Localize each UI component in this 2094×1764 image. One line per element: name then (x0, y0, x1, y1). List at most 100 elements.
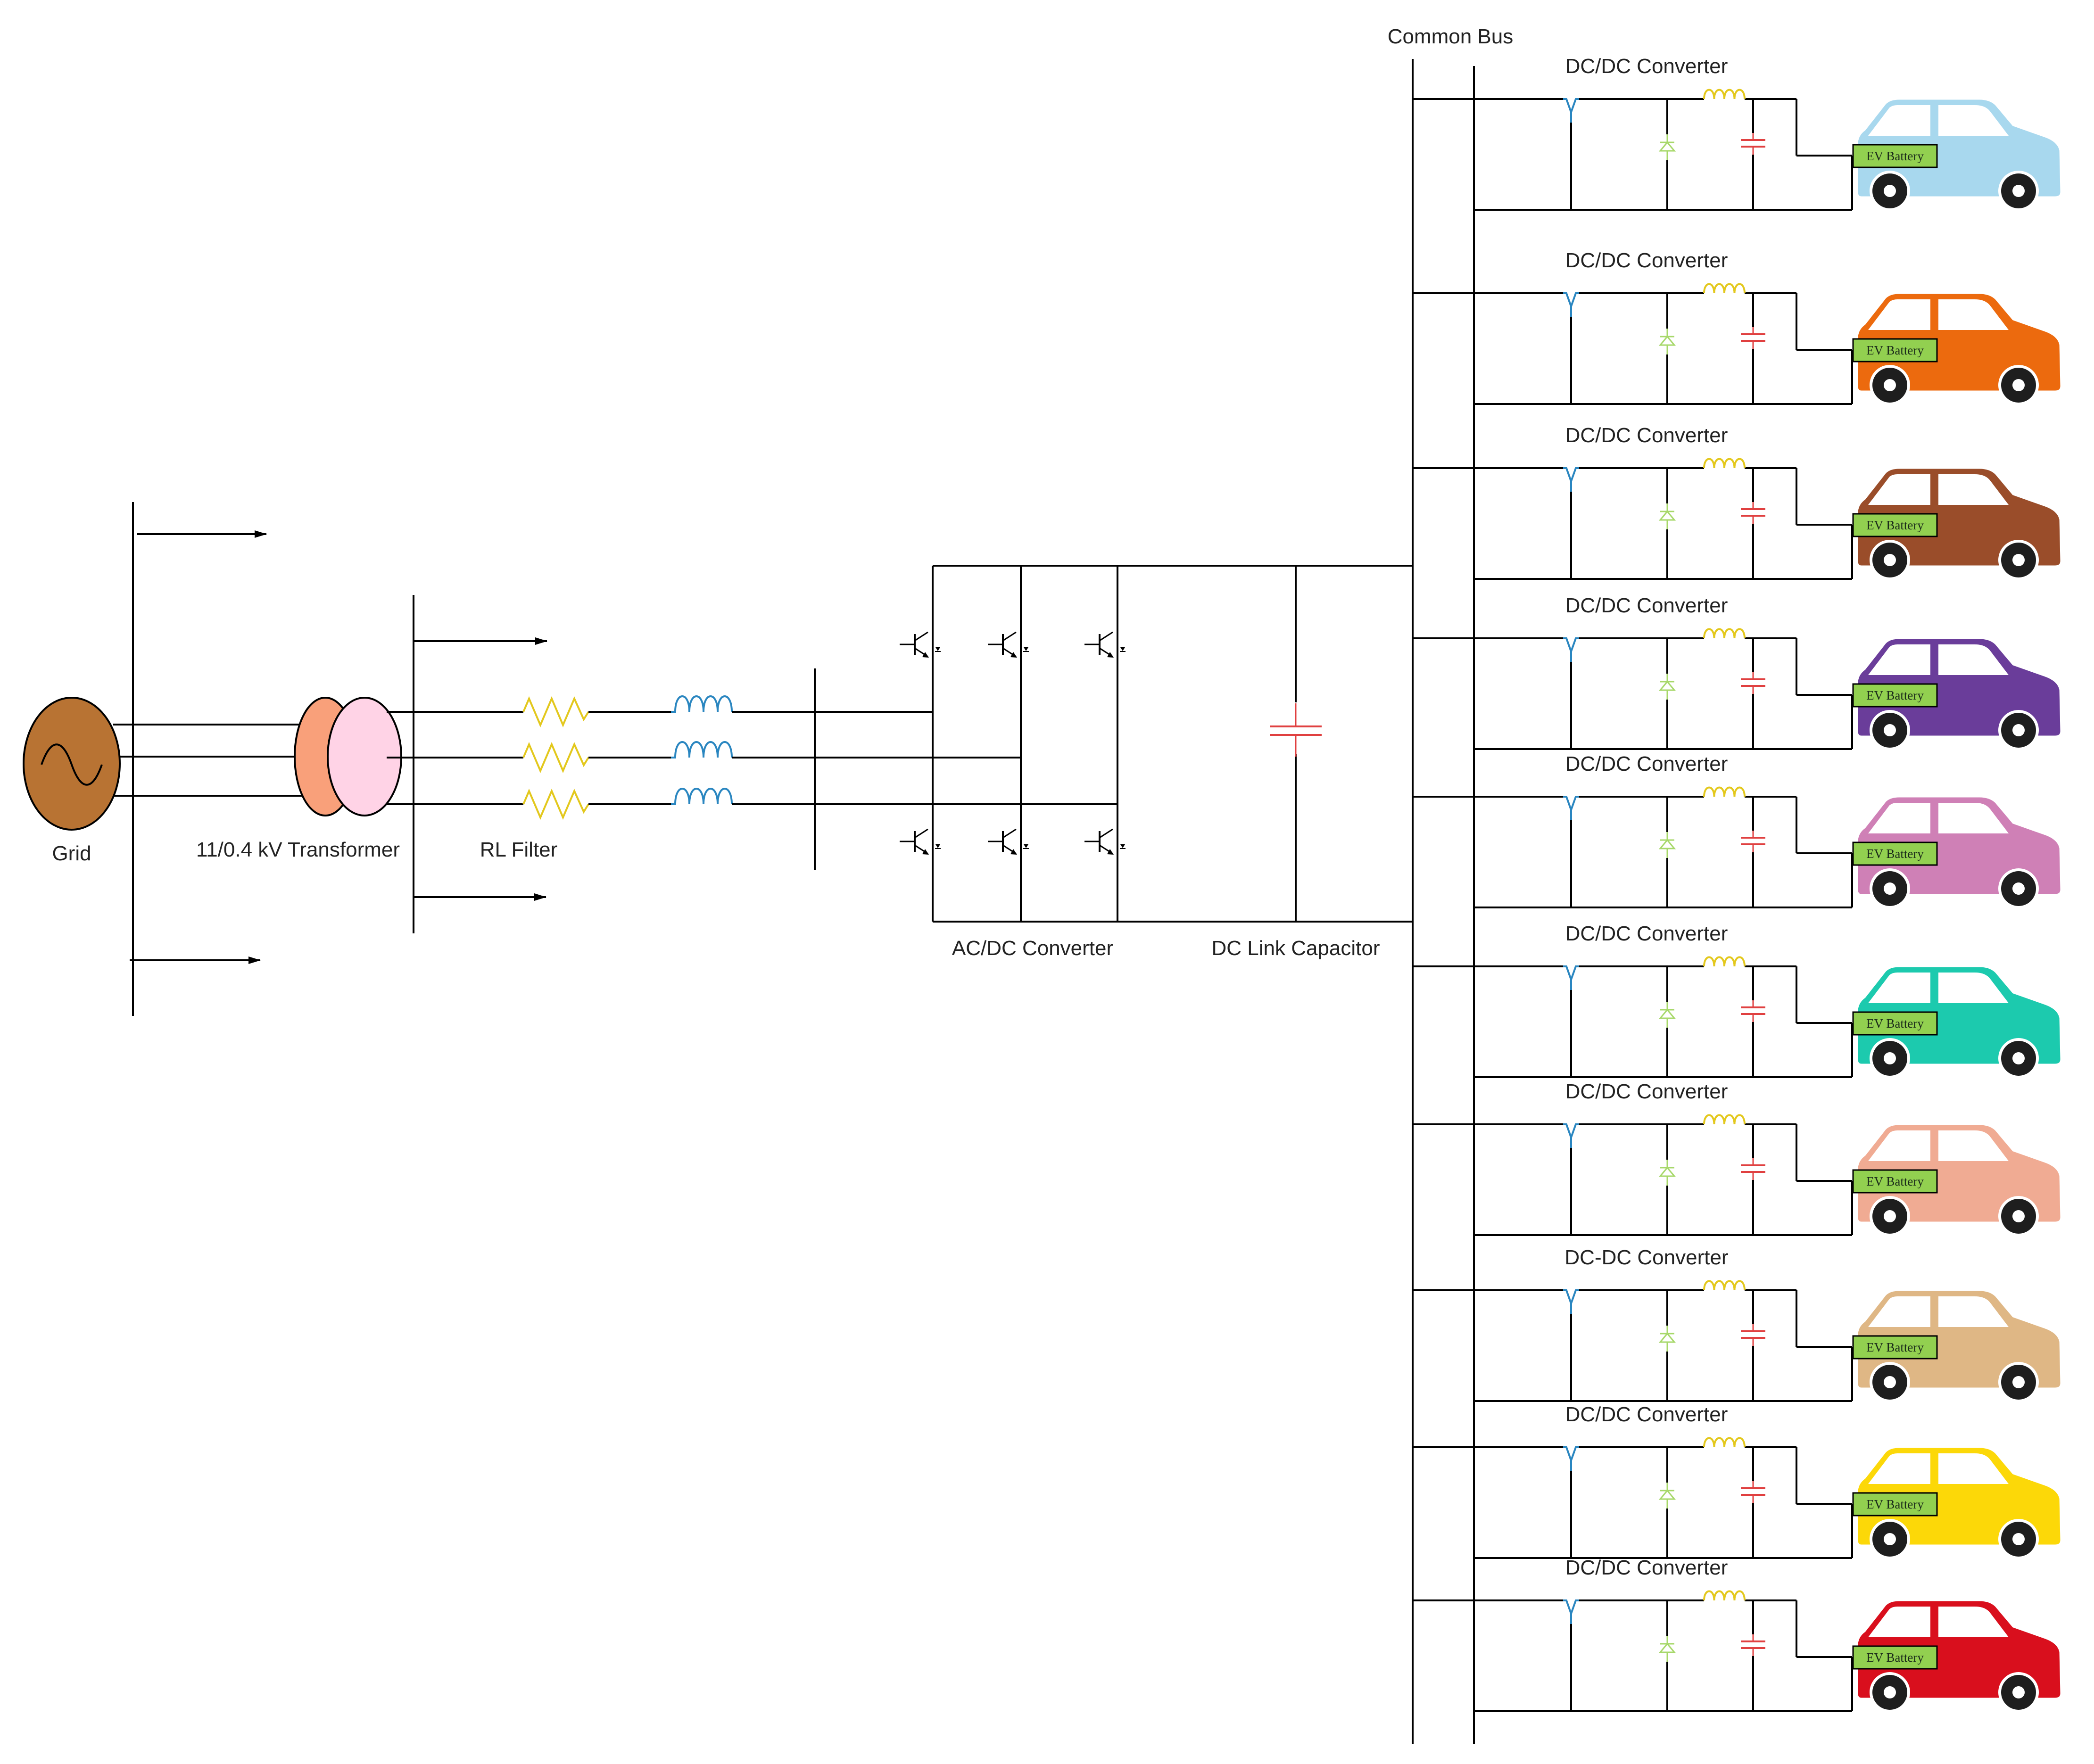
ev-battery-label: EV Battery (1866, 1340, 1924, 1354)
car-hubcap (2012, 882, 2025, 895)
diode-icon (1658, 1166, 1676, 1177)
ev-battery-label: EV Battery (1866, 518, 1924, 532)
car-window-rear (1938, 105, 2009, 136)
diode-icon (1658, 1008, 1676, 1019)
dcdc-branch: DC/DC Converter EV Battery (1413, 1080, 2063, 1236)
resistor-icon (522, 696, 589, 728)
ev-car-icon: EV Battery (1852, 1122, 2063, 1236)
acdc-converter: AC/DC Converter (900, 565, 1413, 960)
ev-battery-label: EV Battery (1866, 1497, 1924, 1511)
car-window-rear (1938, 973, 2009, 1003)
car-hubcap (1884, 554, 1896, 566)
igbt-switch-icon (988, 828, 1029, 855)
inductor-icon (1703, 1590, 1746, 1601)
ev-car-icon: EV Battery (1852, 466, 2063, 580)
diode-icon (1658, 141, 1676, 152)
ev-battery-label: EV Battery (1866, 149, 1924, 163)
rl-filter-label: RL Filter (480, 838, 558, 861)
ev-battery-box (1852, 144, 1938, 168)
car-hubcap (1884, 1376, 1896, 1388)
car-window-rear (1938, 474, 2009, 505)
inductor-icon (671, 695, 733, 713)
secondary-bus (413, 595, 547, 933)
ev-car-icon: EV Battery (1852, 795, 2063, 909)
igbt-switch-icon (1084, 828, 1126, 855)
ev-battery-box (1852, 1492, 1938, 1517)
switch-icon (1563, 1123, 1579, 1140)
car-window-rear (1938, 299, 2009, 330)
switch-icon (1563, 1599, 1579, 1616)
switch-icon (1563, 98, 1579, 115)
car-window-front (1868, 803, 1930, 833)
car-hubcap (2012, 1376, 2025, 1388)
dcdc-converter-label: DC/DC Converter (1565, 55, 1728, 78)
dcdc-branch: DC/DC Converter EV Battery (1413, 55, 2063, 211)
switch-icon (1563, 637, 1579, 654)
transformer: 11/0.4 kV Transformer (196, 697, 402, 861)
car-window-front (1868, 973, 1930, 1003)
ev-car-icon: EV Battery (1852, 97, 2063, 211)
dc-link-capacitor-label: DC Link Capacitor (1211, 937, 1380, 960)
ev-battery-label: EV Battery (1866, 688, 1924, 702)
transformer-label: 11/0.4 kV Transformer (196, 838, 400, 861)
car-window-rear (1938, 1130, 2009, 1161)
car-window-front (1868, 1607, 1930, 1637)
ev-car-icon: EV Battery (1852, 1288, 2063, 1402)
ev-car-icon: EV Battery (1852, 964, 2063, 1079)
car-hubcap (2012, 1210, 2025, 1222)
dcdc-branch: DC/DC Converter EV Battery (1413, 752, 2063, 909)
car-window-rear (1938, 644, 2009, 675)
ev-battery-box (1852, 338, 1938, 363)
ev-car-icon: EV Battery (1852, 291, 2063, 405)
car-window-front (1868, 644, 1930, 675)
car-hubcap (2012, 554, 2025, 566)
rl-filter: RL Filter (387, 695, 1117, 861)
ev-battery-label: EV Battery (1866, 1650, 1924, 1665)
car-hubcap (1884, 1533, 1896, 1545)
car-window-rear (1938, 803, 2009, 833)
dc-link: DC Link Capacitor (1211, 566, 1414, 960)
car-hubcap (2012, 1533, 2025, 1545)
inductor-icon (1703, 283, 1746, 294)
diode-icon (1658, 680, 1676, 691)
grid-section: Grid (23, 502, 325, 1016)
dcdc-converter-label: DC/DC Converter (1565, 922, 1728, 945)
dcdc-branch: DC/DC Converter EV Battery (1413, 1556, 2063, 1713)
dcdc-converter-label: DC/DC Converter (1565, 1080, 1728, 1103)
dcdc-branch: DC/DC Converter EV Battery (1413, 249, 2063, 405)
car-hubcap (2012, 724, 2025, 736)
ev-battery-box (1852, 1645, 1938, 1670)
common-bus: Common Bus (1388, 25, 1513, 1744)
car-window-front (1868, 1130, 1930, 1161)
inductor-icon (1703, 89, 1746, 99)
switch-icon (1563, 796, 1579, 813)
inductor-icon (1703, 1114, 1746, 1125)
ev-car-icon: EV Battery (1852, 1599, 2063, 1713)
car-hubcap (1884, 724, 1896, 736)
igbt-switch-icon (900, 828, 941, 855)
ev-battery-box (1852, 1011, 1938, 1036)
resistor-icon (522, 742, 589, 774)
dcdc-branch: DC/DC Converter EV Battery (1413, 922, 2063, 1079)
igbt-switch-icon (1084, 631, 1126, 658)
car-hubcap (1884, 379, 1896, 391)
grid-label: Grid (52, 842, 91, 865)
dcdc-converter-label: DC/DC Converter (1565, 594, 1728, 617)
dcdc-converter-label: DC/DC Converter (1565, 752, 1728, 775)
inductor-icon (671, 741, 733, 758)
dcdc-converter-label: DC/DC Converter (1565, 1556, 1728, 1579)
car-hubcap (2012, 379, 2025, 391)
acdc-converter-label: AC/DC Converter (952, 937, 1113, 960)
car-window-rear (1938, 1607, 2009, 1637)
dcdc-converter-label: DC/DC Converter (1565, 249, 1728, 272)
inductor-icon (1703, 1437, 1746, 1448)
diode-icon (1658, 510, 1676, 521)
sine-wave-icon (41, 743, 103, 786)
igbt-switch-icon (988, 631, 1029, 658)
inductor-icon (1703, 956, 1746, 967)
capacitor-gap (1292, 702, 1299, 754)
inductor-icon (1703, 628, 1746, 639)
diode-icon (1658, 1489, 1676, 1500)
